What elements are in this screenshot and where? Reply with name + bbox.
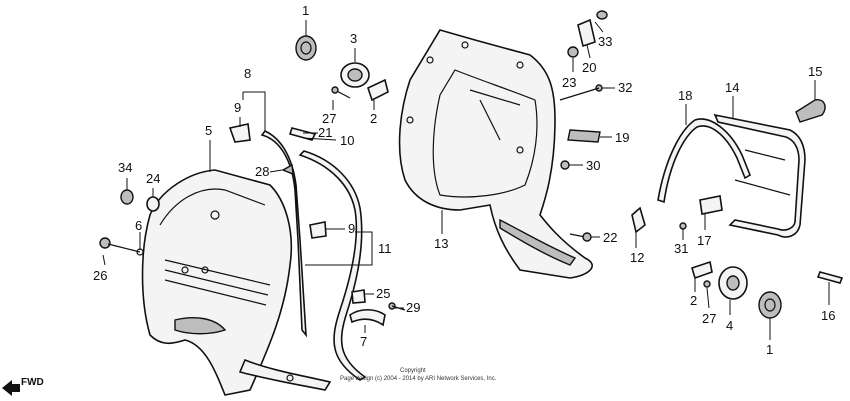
callout-label: 15 <box>808 64 822 79</box>
callout-label: 9 <box>348 221 355 236</box>
callout-label: 29 <box>406 300 420 315</box>
front-cover-part <box>141 169 293 396</box>
callout-label: 31 <box>674 241 688 256</box>
callout-labels: 1 3 8 9 5 27 2 21 10 34 24 28 6 26 9 11 … <box>93 3 835 357</box>
copyright-notice: Copyright Page design (c) 2004 - 2014 by… <box>340 368 497 382</box>
callout-label: 34 <box>118 160 132 175</box>
callout-label: 23 <box>562 75 576 90</box>
callout-label: 5 <box>205 123 212 138</box>
callout-label: 30 <box>586 158 600 173</box>
trim-strip-lower-part <box>298 150 367 381</box>
callout-label: 14 <box>725 80 739 95</box>
callout-label: 16 <box>821 308 835 323</box>
copyright-line-2: Page design (c) 2004 - 2014 by ARI Netwo… <box>340 376 497 382</box>
copyright-line-1: Copyright <box>400 368 426 374</box>
callout-label: 8 <box>244 66 251 81</box>
grab-rail-part <box>657 118 751 204</box>
callout-label: 26 <box>93 268 107 283</box>
callout-label: 2 <box>370 111 377 126</box>
callout-label: 1 <box>302 3 309 18</box>
callout-label: 17 <box>697 233 711 248</box>
forward-arrow: FWD <box>2 377 44 396</box>
carrier-frame-part <box>713 113 806 238</box>
callout-label: 22 <box>603 230 617 245</box>
callout-label: 28 <box>255 164 269 179</box>
callout-label: 3 <box>350 31 357 46</box>
callout-label: 9 <box>234 100 241 115</box>
callout-label: 11 <box>378 241 392 256</box>
callout-label: 2 <box>690 293 697 308</box>
callout-label: 25 <box>376 286 390 301</box>
callout-label: 4 <box>726 318 733 333</box>
callout-label: 13 <box>434 236 448 251</box>
callout-label: 10 <box>340 133 354 148</box>
leader-lines <box>102 20 830 340</box>
bottom-cover-part <box>238 358 332 391</box>
callout-label: 21 <box>318 125 332 140</box>
small-hardware-parts <box>99 10 844 327</box>
callout-label: 33 <box>598 34 612 49</box>
callout-label: 7 <box>360 334 367 349</box>
callout-label: 20 <box>582 60 596 75</box>
callout-label: 1 <box>766 342 773 357</box>
callout-label: 27 <box>702 311 716 326</box>
callout-label: 32 <box>618 80 632 95</box>
callout-label: 6 <box>135 218 142 233</box>
callout-label: 12 <box>630 250 644 265</box>
callout-label: 18 <box>678 88 692 103</box>
callout-label: 19 <box>615 130 629 145</box>
callout-label: 27 <box>322 111 336 126</box>
callout-label: 24 <box>146 171 160 186</box>
leg-shield-part <box>398 29 593 279</box>
trim-strip-upper-part <box>260 130 307 338</box>
forward-label: FWD <box>21 377 44 388</box>
